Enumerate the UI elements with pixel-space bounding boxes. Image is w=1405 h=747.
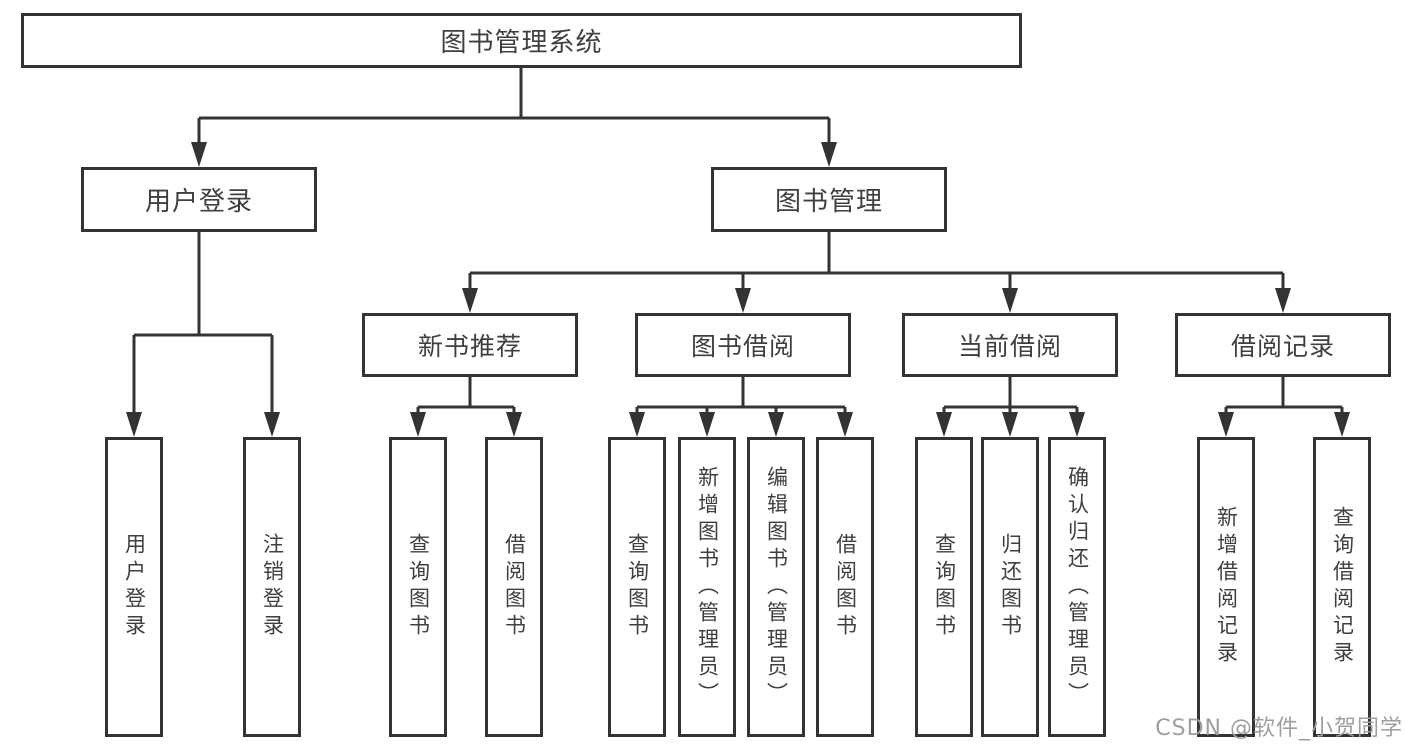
leaf-label: 查询图书 (625, 533, 650, 641)
leaf-label: 查询图书 (932, 533, 957, 641)
connector-book-management-tree (468, 232, 1285, 298)
leaf-query-books-borrow: 查询图书 (608, 437, 666, 737)
leaf-borrow-books-new: 借阅图书 (485, 437, 543, 737)
node-current-borrow: 当前借阅 (902, 313, 1118, 377)
connector-root-tree (197, 68, 831, 152)
leaf-label: 借阅图书 (833, 533, 858, 641)
leaf-add-borrow-record: 新增借阅记录 (1197, 437, 1255, 737)
node-new-book-recommend: 新书推荐 (362, 313, 578, 377)
leaf-query-borrow-record: 查询借阅记录 (1313, 437, 1371, 737)
node-user-login: 用户登录 (81, 167, 317, 232)
leaf-label: 注销登录 (260, 533, 285, 641)
node-borrow-records: 借阅记录 (1175, 313, 1391, 377)
node-book-borrow: 图书借阅 (635, 313, 851, 377)
arrowheads (126, 142, 1350, 437)
leaf-add-book-admin: 新增图书（管理员） (678, 437, 736, 737)
leaf-edit-book-admin: 编辑图书（管理员） (747, 437, 805, 737)
leaf-label: 编辑图书（管理员） (764, 465, 789, 709)
leaf-label: 查询借阅记录 (1330, 506, 1355, 668)
leaf-query-books-new: 查询图书 (389, 437, 447, 737)
node-book-management: 图书管理 (711, 167, 947, 232)
node-root: 图书管理系统 (21, 13, 1022, 68)
leaf-logout: 注销登录 (243, 437, 301, 737)
leaf-return-book: 归还图书 (981, 437, 1039, 737)
leaf-label: 用户登录 (122, 533, 147, 641)
leaf-query-books-current: 查询图书 (915, 437, 973, 737)
leaf-label: 查询图书 (406, 533, 431, 641)
connector-new-book-tree (416, 377, 516, 422)
connector-user-login-tree (132, 232, 274, 422)
leaf-label: 归还图书 (998, 533, 1023, 641)
leaf-confirm-return-admin: 确认归还（管理员） (1048, 437, 1106, 737)
leaf-label: 确认归还（管理员） (1065, 465, 1090, 709)
leaf-user-login: 用户登录 (105, 437, 163, 737)
leaf-label: 新增借阅记录 (1214, 506, 1239, 668)
leaf-label: 借阅图书 (502, 533, 527, 641)
leaf-label: 新增图书（管理员） (695, 465, 720, 709)
leaf-borrow-books-2: 借阅图书 (816, 437, 874, 737)
connector-book-borrow-tree (635, 377, 847, 422)
connector-borrow-records-tree (1224, 377, 1344, 422)
